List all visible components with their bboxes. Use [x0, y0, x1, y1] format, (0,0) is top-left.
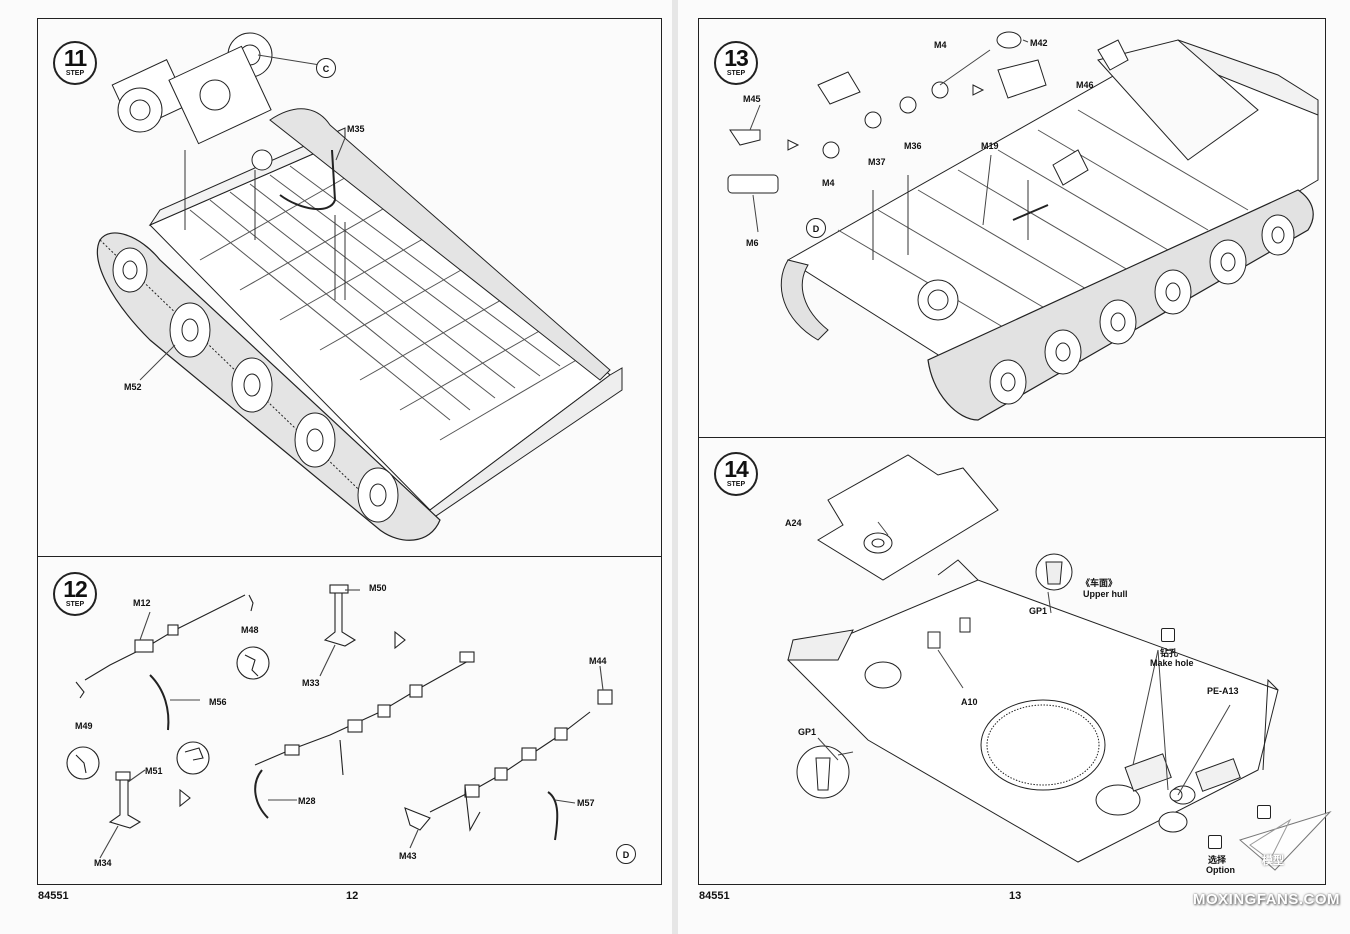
left-page-frame	[37, 18, 662, 885]
option-label-en: Option	[1206, 865, 1235, 875]
step-number: 14	[724, 456, 749, 482]
watermark: MOXINGFANS.COM	[1192, 891, 1340, 908]
product-code: 84551	[38, 890, 69, 902]
step-11-badge: 11 STEP	[53, 41, 97, 85]
callout-m19: M19	[981, 141, 999, 151]
callout-m46: M46	[1076, 80, 1094, 90]
step-14-badge: 14 STEP	[714, 452, 758, 496]
callout-m43: M43	[399, 851, 417, 861]
callout-a24: A24	[785, 518, 802, 528]
callout-m56: M56	[209, 697, 227, 707]
callout-m37: M37	[868, 157, 886, 167]
make-hole-label-en: Make hole	[1150, 658, 1194, 668]
callout-gp1-top: GP1	[1029, 606, 1048, 616]
page-number: 12	[346, 890, 359, 902]
step-number: 13	[724, 45, 749, 71]
callout-m51: M51	[145, 766, 163, 776]
callout-m33: M33	[302, 678, 320, 688]
left-page: 11 STEP	[0, 0, 672, 934]
step-number: 11	[63, 45, 87, 71]
option-label-cn: 选择	[1208, 856, 1227, 866]
step-14-upper-hull-drawing	[787, 454, 1279, 863]
product-code: 84551	[699, 890, 730, 902]
page-number: 13	[1009, 890, 1022, 902]
step-label: STEP	[65, 601, 85, 608]
right-page: 13 STEP	[678, 0, 1350, 934]
upper-hull-label-en: Upper hull	[1083, 589, 1128, 599]
callout-m12: M12	[133, 598, 151, 608]
right-page-frame	[698, 18, 1326, 885]
callout-m4-bottom: M4	[822, 178, 835, 188]
callout-m49: M49	[75, 721, 93, 731]
step-label: STEP	[726, 481, 746, 488]
callout-d-marker: D	[806, 218, 826, 238]
step-divider	[38, 556, 661, 557]
callout-gp1-left: GP1	[798, 727, 817, 737]
step-divider	[699, 437, 1325, 438]
watermark-logo-text: 模型	[1262, 854, 1284, 867]
option-icon	[1208, 835, 1222, 849]
step-11-chassis-drawing	[96, 32, 623, 541]
callout-m4-top: M4	[934, 40, 947, 50]
upper-hull-label-cn: 《车面》	[1081, 579, 1118, 589]
callout-m50: M50	[369, 583, 387, 593]
step-13-hull-drawing	[727, 31, 1319, 421]
make-hole-label-cn: 钻孔	[1160, 649, 1179, 659]
callout-a10: A10	[961, 697, 978, 707]
callout-m44: M44	[589, 656, 607, 666]
step-label: STEP	[65, 70, 85, 77]
callout-m48: M48	[241, 625, 259, 635]
callout-m28: M28	[298, 796, 316, 806]
callout-d-marker: D	[616, 844, 636, 864]
drill-icon	[1161, 628, 1175, 642]
callout-m34: M34	[94, 858, 112, 868]
callout-m35: M35	[347, 124, 365, 134]
callout-m42: M42	[1030, 38, 1048, 48]
step-13-badge: 13 STEP	[714, 41, 758, 85]
step-12-linkage-drawing	[66, 584, 613, 859]
callout-m45: M45	[743, 94, 761, 104]
callout-m6: M6	[746, 238, 759, 248]
callout-m52: M52	[124, 382, 142, 392]
callout-m57: M57	[577, 798, 595, 808]
callout-pe-a13: PE-A13	[1207, 686, 1239, 696]
step-12-badge: 12 STEP	[53, 572, 97, 616]
step-label: STEP	[726, 70, 746, 77]
callout-c-marker: C	[316, 58, 336, 78]
step-number: 12	[63, 576, 88, 602]
callout-m36: M36	[904, 141, 922, 151]
option-icon	[1257, 805, 1271, 819]
page-gutter	[672, 0, 678, 934]
